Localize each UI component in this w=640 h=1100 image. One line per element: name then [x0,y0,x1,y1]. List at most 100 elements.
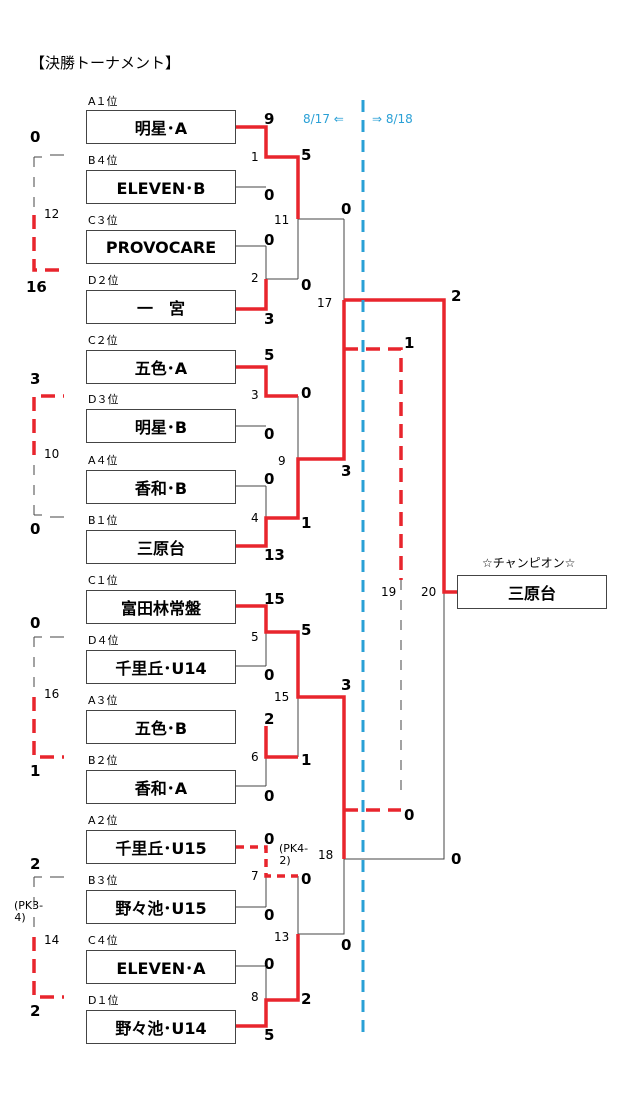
team-seed: D１位 [88,994,119,1007]
match-number: 13 [274,930,290,944]
score: 0 [341,200,352,218]
page-title: 【決勝トーナメント】 [30,54,181,72]
score: 2 [301,990,312,1008]
team-box: 明星･A [86,110,236,144]
score: 0 [264,231,275,249]
score: 0 [301,384,312,402]
score: 3 [341,462,352,480]
score: 0 [264,787,275,805]
score: 0 [264,955,275,973]
final-score: 0 [451,850,462,868]
score: 0 [264,830,275,848]
team-seed: C１位 [88,574,118,587]
score: 13 [264,546,285,564]
consolation-score: 16 [26,278,47,296]
match-number: 2 [251,271,259,285]
score: 5 [301,621,312,639]
team-seed: C２位 [88,334,118,347]
score: 5 [264,1026,275,1044]
champion-box: 三原台 [457,575,607,609]
score: 0 [264,470,275,488]
pk-note: (PK4-2) [279,842,309,867]
match-number: 1 [251,150,259,164]
match-number: 5 [251,630,259,644]
match-number: 16 [44,687,60,701]
day-label-left: 8/17 ⇐ [303,112,344,126]
match-number: 8 [251,990,259,1004]
match-number: 19 [381,585,397,599]
team-seed: A２位 [88,814,118,827]
team-box: 一 宮 [86,290,236,324]
team-box: ELEVEN･B [86,170,236,204]
team-box: 富田林常盤 [86,590,236,624]
match-number: 11 [274,213,290,227]
score: 0 [264,186,275,204]
team-seed: D２位 [88,274,119,287]
team-seed: B４位 [88,154,118,167]
team-seed: A１位 [88,95,118,108]
consolation-score: 0 [30,128,41,146]
pk-note: (PK3-4) [14,899,44,924]
consolation-score: 0 [30,614,41,632]
consolation-score: 1 [30,762,41,780]
team-seed: B１位 [88,514,118,527]
team-box: 香和･B [86,470,236,504]
team-box: 五色･B [86,710,236,744]
score: 0 [301,276,312,294]
team-seed: D３位 [88,393,119,406]
team-seed: C３位 [88,214,118,227]
team-seed: C４位 [88,934,118,947]
team-box: PROVOCARE [86,230,236,264]
match-number: 14 [44,933,60,947]
score: 0 [264,425,275,443]
match-number: 15 [274,690,290,704]
third-place-score: 1 [404,334,415,352]
team-box: 三原台 [86,530,236,564]
team-box: 千里丘･U14 [86,650,236,684]
third-place-score: 0 [404,806,415,824]
team-box: 千里丘･U15 [86,830,236,864]
match-number: 9 [278,454,286,468]
team-seed: A３位 [88,694,118,707]
score: 3 [264,310,275,328]
team-box: 野々池･U15 [86,890,236,924]
match-number: 3 [251,388,259,402]
team-box: 野々池･U14 [86,1010,236,1044]
day-label-right: ⇒ 8/18 [372,112,413,126]
score: 2 [264,710,275,728]
match-number: 12 [44,207,60,221]
team-box: 五色･A [86,350,236,384]
match-number: 10 [44,447,60,461]
match-number: 17 [317,296,333,310]
consolation-score: 2 [30,855,41,873]
score: 3 [341,676,352,694]
consolation-score: 3 [30,370,41,388]
team-seed: B２位 [88,754,118,767]
team-seed: A４位 [88,454,118,467]
team-box: ELEVEN･A [86,950,236,984]
consolation-score: 2 [30,1002,41,1020]
team-box: 香和･A [86,770,236,804]
team-seed: B３位 [88,874,118,887]
score: 1 [301,514,312,532]
champion-label: ☆チャンピオン☆ [482,556,576,570]
match-number: 6 [251,750,259,764]
score: 0 [341,936,352,954]
team-box: 明星･B [86,409,236,443]
match-number: 4 [251,511,259,525]
consolation-score: 0 [30,520,41,538]
score: 1 [301,751,312,769]
score: 9 [264,110,275,128]
score: 0 [264,906,275,924]
score: 0 [264,666,275,684]
score: 5 [264,346,275,364]
team-seed: D４位 [88,634,119,647]
match-number: 7 [251,869,259,883]
match-number: 20 [421,585,437,599]
score: 0 [301,870,312,888]
score: 5 [301,146,312,164]
final-score: 2 [451,287,462,305]
score: 15 [264,590,285,608]
match-number: 18 [318,848,334,862]
